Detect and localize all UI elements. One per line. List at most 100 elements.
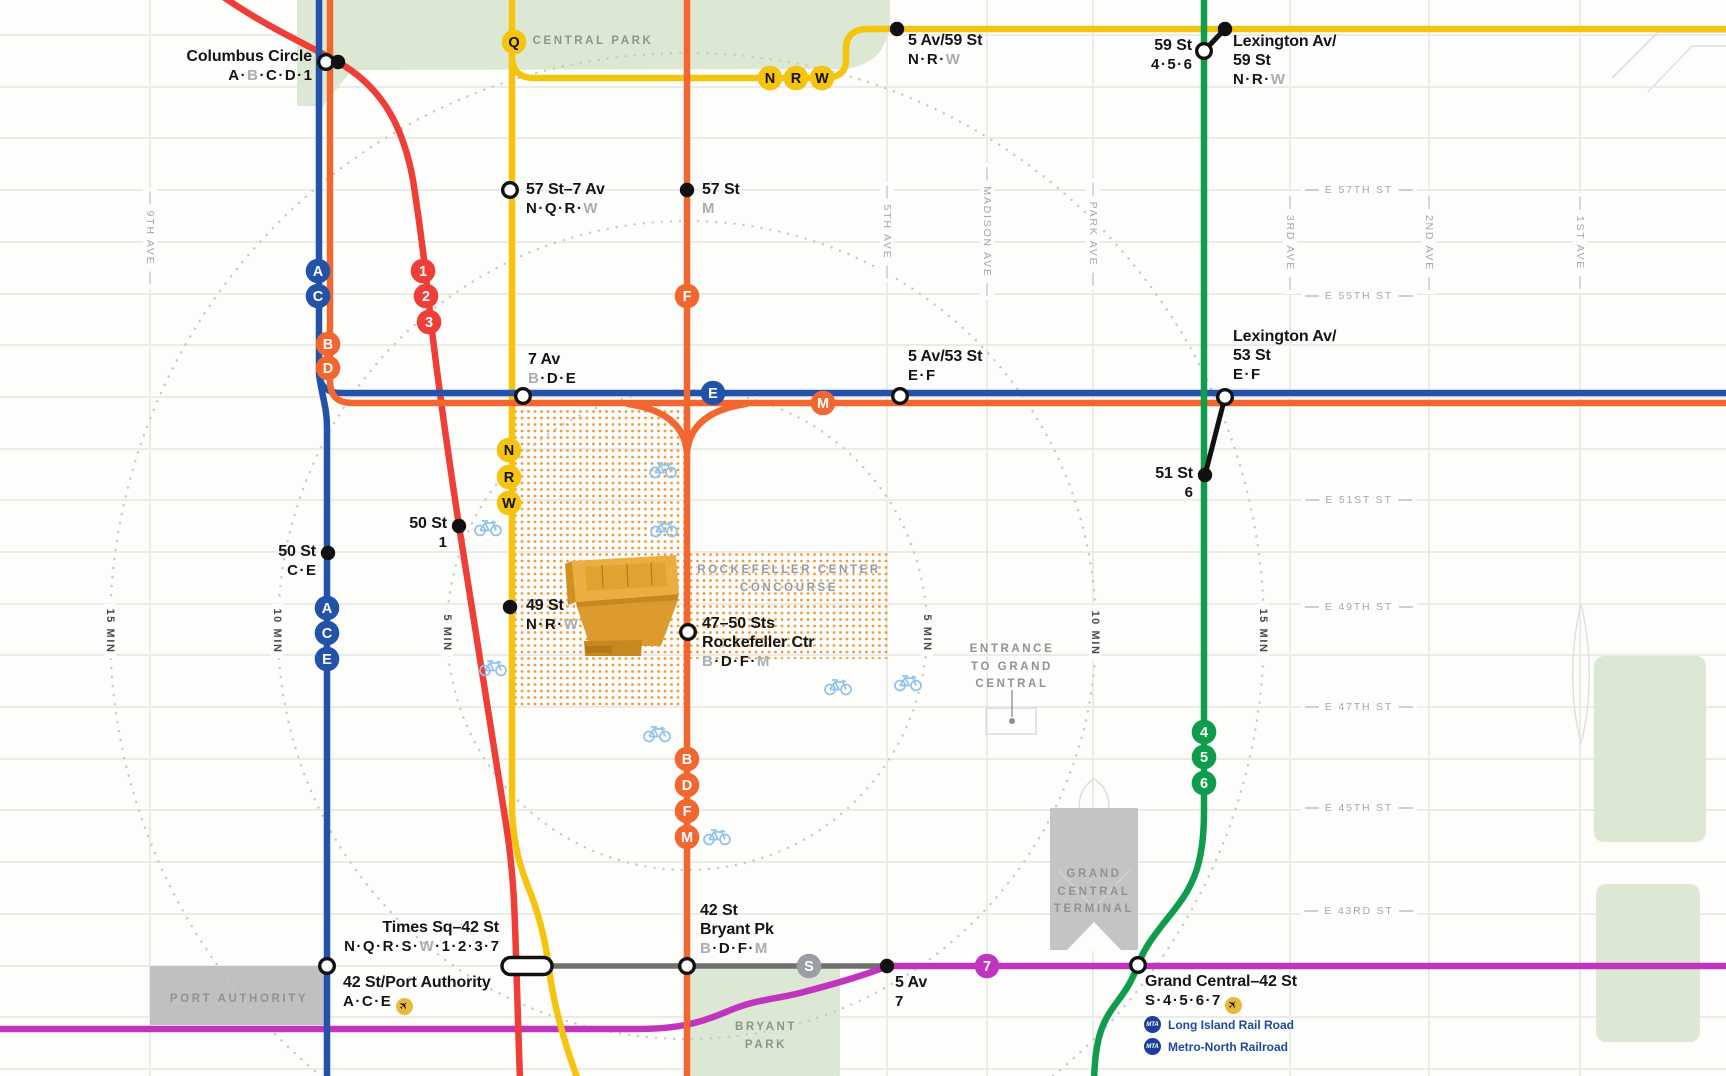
route-bullet-R: R [783, 65, 809, 91]
port-authority-building-area [150, 966, 327, 1025]
svg-text:A: A [322, 601, 333, 617]
route-bullet-A: A [314, 595, 340, 621]
station-marker-59-st-456[interactable] [1194, 42, 1213, 61]
route-bullet-W: W [496, 490, 522, 516]
svg-text:R: R [791, 71, 802, 87]
svg-text:D: D [323, 361, 333, 377]
svg-text:7: 7 [983, 959, 991, 975]
station-label-5-av-53-st: 5 Av/53 St E·F [908, 347, 982, 385]
station-marker-47-50-sts[interactable] [679, 623, 698, 642]
station-routes: B·D·F·M [700, 940, 768, 957]
svg-text:E: E [708, 386, 718, 402]
station-routes: S·4·5·6·7✈ [1145, 992, 1243, 1014]
station-routes: N·Q·R·S·W·1·2·3·7 [344, 938, 499, 955]
station-marker-times-sq-42-st[interactable] [500, 955, 554, 977]
station-routes: C·E [287, 562, 316, 579]
svg-text:D: D [682, 778, 692, 794]
station-routes: 1 [438, 534, 447, 551]
station-routes: B·D·F·M [702, 653, 770, 670]
svg-text:1: 1 [419, 264, 427, 280]
walk-time-label: 10 MIN [1089, 605, 1101, 661]
transfer-connector [1202, 394, 1228, 478]
route-bullet-R: R [496, 464, 522, 490]
svg-text:S: S [804, 959, 814, 975]
avenue-label: 1ST AVE [1573, 192, 1587, 294]
route-bullet-C: C [305, 283, 331, 309]
route-bullet-2: 2 [413, 283, 439, 309]
street-label: E 49TH ST [1300, 600, 1418, 614]
avenue-label: 5TH AVE [880, 181, 894, 283]
station-routes: A·C·E✈ [343, 993, 413, 1015]
station-marker-50-st-1[interactable] [451, 518, 467, 534]
route-bullet-M: M [810, 390, 836, 416]
avenue-label: MADISON AVE [980, 163, 994, 301]
station-marker-49-st[interactable] [502, 599, 518, 615]
rockefeller-building-illustration [565, 555, 679, 656]
walk-time-label: 5 MIN [441, 609, 453, 657]
station-marker-5-av-59-st[interactable] [889, 21, 905, 37]
station-marker-5-av-7[interactable] [879, 958, 895, 974]
walk-time-label: 10 MIN [271, 603, 283, 659]
station-name: 42 St [700, 902, 738, 919]
station-marker-57-st-7av[interactable] [501, 180, 520, 199]
route-bullet-1: 1 [410, 258, 436, 284]
station-routes: 7 [895, 993, 904, 1010]
station-marker-42-st-bryant-pk[interactable] [678, 957, 697, 976]
station-marker-5-av-53-st[interactable] [891, 387, 910, 406]
svg-text:N: N [765, 71, 775, 87]
station-name: 42 St/Port Authority [343, 974, 491, 991]
station-marker-51-st[interactable] [1197, 467, 1213, 483]
station-marker-lexington-av-53-st[interactable] [1215, 388, 1234, 407]
street-label: E 55TH ST [1300, 289, 1418, 303]
station-marker-columbus-circle-1[interactable] [330, 54, 346, 70]
gct-notch [1066, 922, 1122, 951]
station-routes: N·R·W [1233, 71, 1285, 88]
railroad-label: Long Island Rail Road [1168, 1017, 1295, 1032]
station-name: Lexington Av/ [1233, 328, 1337, 345]
station-marker-50-st-ce[interactable] [320, 545, 336, 561]
route-bullet-3: 3 [416, 309, 442, 335]
route-bullet-W: W [809, 65, 835, 91]
route-bullet-6: 6 [1191, 770, 1217, 796]
route-bullet-C: C [314, 620, 340, 646]
route-bullet-A: A [305, 258, 331, 284]
svg-text:R: R [504, 470, 515, 486]
station-routes: E·F [908, 367, 936, 384]
route-bullet-E: E [314, 646, 340, 672]
station-marker-lexington-av-59-st[interactable] [1217, 21, 1233, 37]
station-routes: M [702, 200, 715, 217]
svg-text:M: M [817, 396, 829, 412]
airport-connection-icon: ✈ [395, 998, 413, 1015]
station-routes: E·F [1233, 366, 1261, 383]
station-name: 5 Av/53 St [908, 348, 983, 365]
station-name: 51 St [1155, 465, 1193, 482]
central-park-area [297, 0, 890, 106]
street-label: E 51ST ST [1301, 493, 1417, 507]
fdr-lens [1572, 603, 1590, 745]
station-marker-7-av[interactable] [514, 387, 533, 406]
svg-text:F: F [683, 289, 692, 305]
station-marker-42-st-port-authority[interactable] [318, 957, 337, 976]
station-name: 49 St [526, 597, 564, 614]
station-marker-57-st-m[interactable] [679, 182, 695, 198]
station-marker-grand-central-42-st[interactable] [1128, 956, 1147, 975]
airport-connection-icon: ✈ [1225, 997, 1243, 1014]
